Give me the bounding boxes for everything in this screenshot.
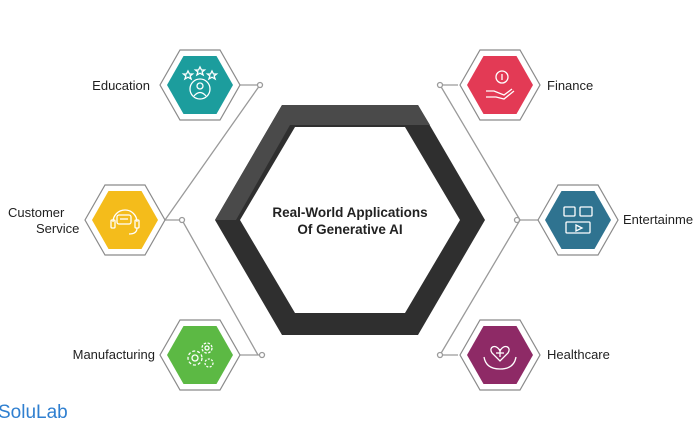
- hex-education: [159, 49, 241, 121]
- center-hexagon: [215, 105, 485, 335]
- label-customer-service-line1: Customer: [8, 205, 65, 220]
- gears-icon: [187, 342, 214, 368]
- hand-heart-icon: [483, 345, 517, 370]
- label-healthcare: Healthcare: [547, 347, 610, 362]
- brand-logo: SoluLab: [0, 402, 68, 423]
- hex-healthcare: [459, 319, 541, 391]
- hex-entertainment: [537, 184, 619, 256]
- center-title-line1: Real-World Applications: [272, 205, 428, 220]
- label-education: Education: [92, 78, 150, 93]
- person-stars-icon: [181, 65, 219, 100]
- hex-manufacturing: [159, 319, 241, 391]
- label-customer-service: Customer Service: [8, 205, 88, 237]
- headset-chat-icon: [110, 209, 140, 235]
- center-title: Real-World Applications Of Generative AI: [250, 204, 450, 238]
- hand-coin-icon: [486, 70, 515, 100]
- center-title-line2: Of Generative AI: [297, 222, 403, 237]
- label-finance: Finance: [547, 78, 594, 93]
- hex-finance: [459, 49, 541, 121]
- label-manufacturing: Manufacturing: [72, 347, 155, 362]
- hex-customer-service: [84, 184, 166, 256]
- label-customer-service-line2: Service: [36, 221, 80, 236]
- media-devices-icon: [563, 206, 593, 234]
- label-entertainment: Entertainme: [623, 212, 694, 227]
- connector-dots: [178, 81, 521, 359]
